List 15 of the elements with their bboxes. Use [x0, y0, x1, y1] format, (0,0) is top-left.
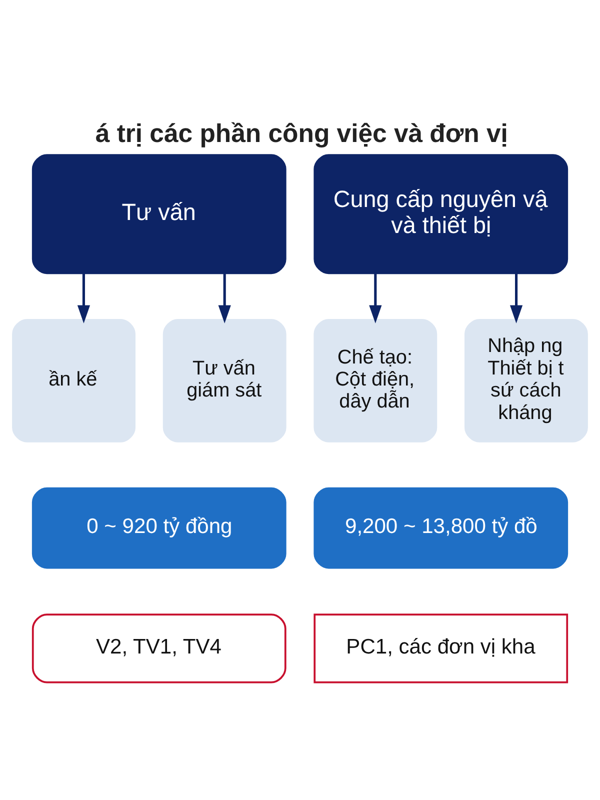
arrow: [77, 273, 90, 324]
node-box: Tư vấn giám sát: [162, 318, 286, 442]
diagram-title: á trị các phần công việc và đơn vị: [95, 120, 508, 148]
node-box: V2, TV1, TV4: [32, 614, 286, 684]
node-box: Nhập ng Thiết bị t sứ cách kháng: [464, 318, 588, 442]
node-box: Cung cấp nguyên vậ và thiết bị: [314, 154, 568, 274]
arrow: [510, 273, 523, 324]
node-box: ần kế: [12, 318, 136, 442]
node-box: PC1, các đơn vị kha: [314, 614, 568, 684]
node-box: Tư vấn: [32, 154, 286, 274]
node-box: Chế tạo: Cột điện, dây dẫn: [314, 318, 438, 442]
node-box: 0 ~ 920 tỷ đồng: [32, 487, 286, 569]
arrow: [369, 273, 382, 324]
node-box: 9,200 ~ 13,800 tỷ đồ: [314, 487, 568, 569]
arrow: [218, 273, 231, 324]
